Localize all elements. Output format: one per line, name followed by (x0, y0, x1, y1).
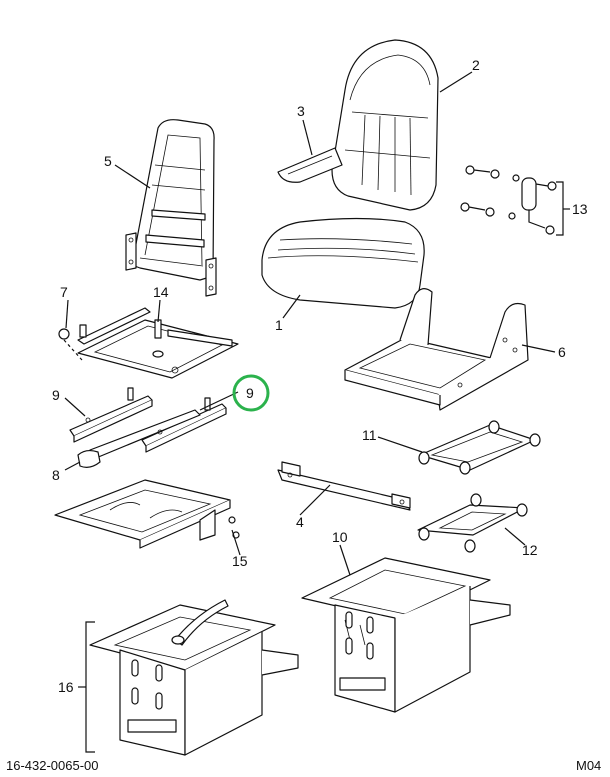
callout-1: 1 (275, 317, 283, 333)
armrest-part (277, 147, 343, 183)
callout-14: 14 (153, 284, 169, 300)
callout-9-highlighted: 9 (246, 385, 254, 401)
back-frame-part (125, 119, 217, 297)
shock-absorber-part (460, 165, 570, 236)
pedestal-part-10 (301, 557, 511, 713)
callout-3: 3 (297, 103, 305, 119)
pedestal-part-16 (89, 599, 299, 756)
sheet-code: M04 (576, 758, 601, 773)
cross-bar-part (277, 461, 411, 511)
base-plate-part (54, 479, 240, 549)
callout-2: 2 (472, 57, 480, 73)
seat-cushion-part (261, 217, 425, 309)
leader-lines (63, 71, 556, 753)
callout-12: 12 (522, 542, 538, 558)
highlight-circle (232, 374, 270, 412)
callout-13: 13 (572, 201, 588, 217)
callout-16: 16 (58, 679, 74, 695)
callout-10: 10 (332, 529, 348, 545)
cushion-frame-part (344, 288, 529, 411)
seat-track-part (69, 387, 227, 468)
callout-4: 4 (296, 514, 304, 530)
callout-7: 7 (60, 284, 68, 300)
rail-plate-part (58, 307, 239, 379)
callout-6: 6 (558, 344, 566, 360)
callout-9: 9 (52, 387, 60, 403)
callout-5: 5 (104, 153, 112, 169)
seat-back-part (331, 39, 439, 211)
callout-labels: 2 3 5 13 7 14 1 6 9 9 11 8 4 10 12 15 16 (52, 57, 588, 695)
bracket-part-12 (417, 493, 528, 553)
bracket-part-11 (418, 420, 541, 475)
callout-8: 8 (52, 467, 60, 483)
drawing-part-number: 16-432-0065-00 (6, 758, 99, 773)
callout-11: 11 (362, 427, 377, 443)
callout-15: 15 (232, 553, 248, 569)
